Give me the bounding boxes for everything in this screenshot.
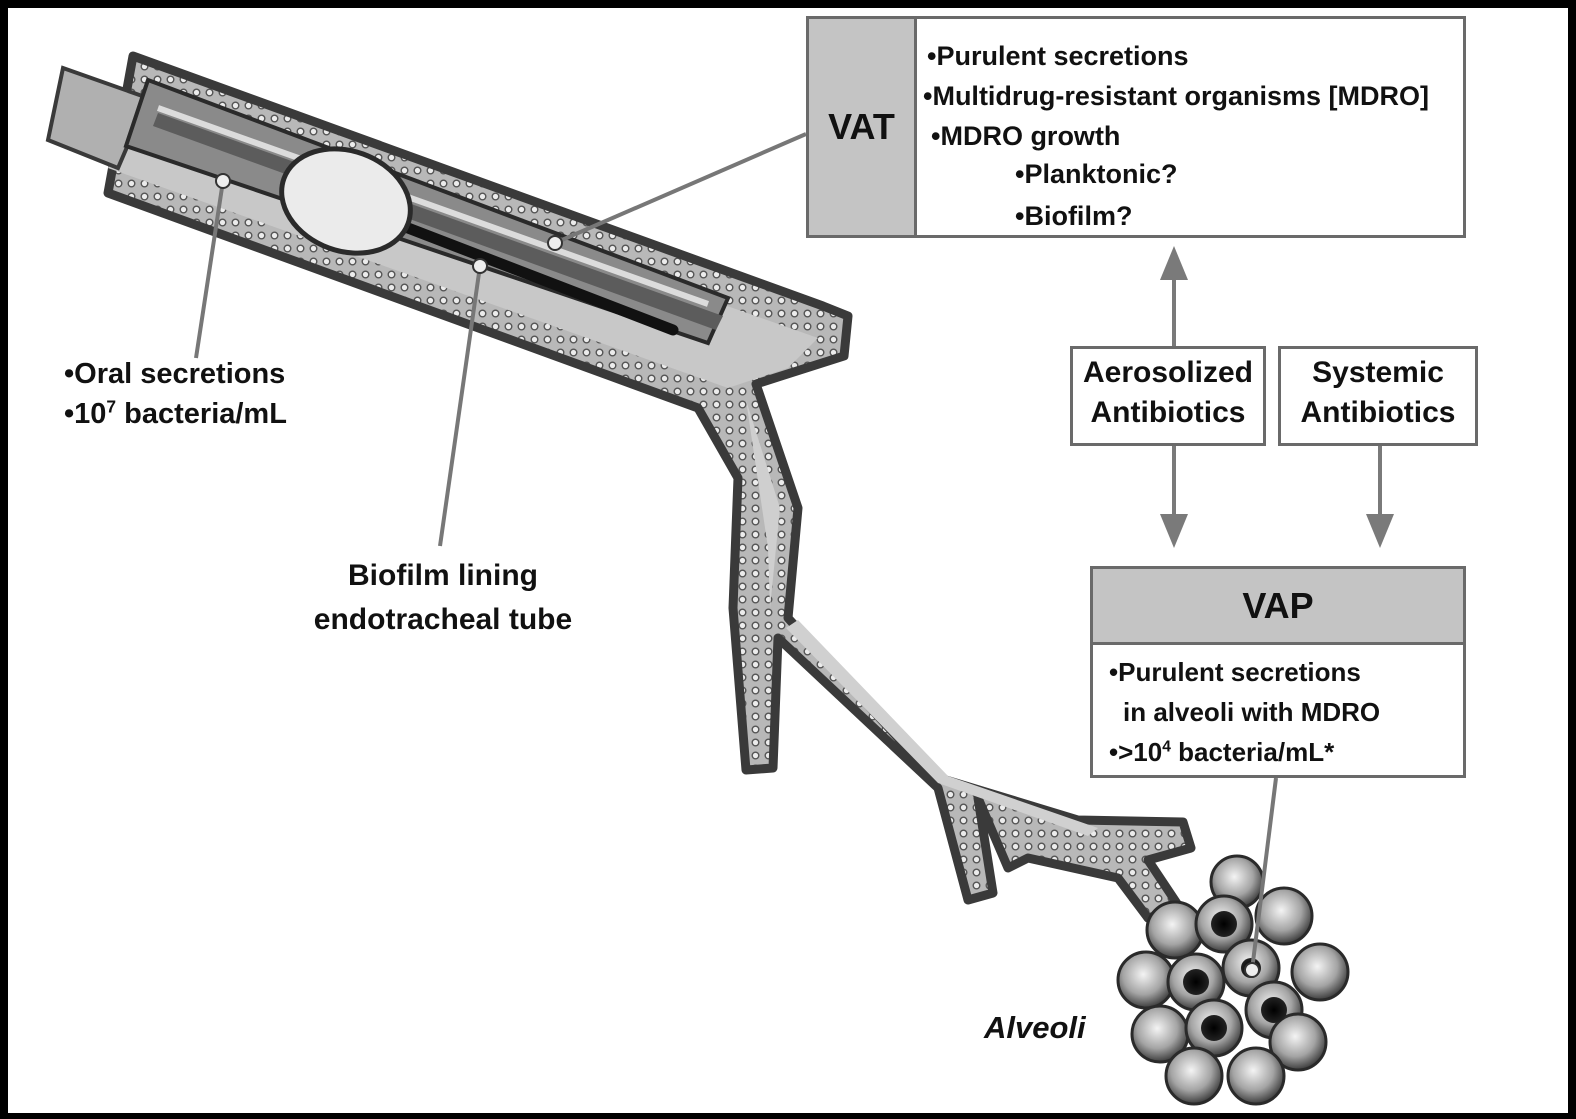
vap-line1: •Purulent secretions (1109, 657, 1361, 688)
alveoli-label: Alveoli (984, 1008, 1086, 1048)
vat-item-biofilm: •Biofilm? (1015, 201, 1132, 232)
oral-line2: •107 bacteria/mL (64, 394, 287, 434)
vap-title: VAP (1093, 569, 1463, 645)
aerosolized-antibiotics-box: Aerosolized Antibiotics (1070, 346, 1266, 446)
vap-line3: •>104 bacteria/mL* (1109, 737, 1334, 768)
oral-secretions-label: •Oral secretions •107 bacteria/mL (64, 354, 287, 434)
systemic-line1: Systemic (1281, 353, 1475, 393)
vat-item-purulent: •Purulent secretions (927, 41, 1189, 72)
aerosolized-line2: Antibiotics (1073, 393, 1263, 433)
biofilm-line2: endotracheal tube (298, 598, 588, 642)
vap-line2: in alveoli with MDRO (1123, 697, 1380, 728)
vat-item-mdro: •Multidrug-resistant organisms [MDRO] (923, 81, 1429, 112)
vat-title: VAT (809, 19, 917, 235)
vat-item-planktonic: •Planktonic? (1015, 159, 1177, 190)
vap-box: VAP •Purulent secretions in alveoli with… (1090, 566, 1466, 778)
systemic-line2: Antibiotics (1281, 393, 1475, 433)
diagram-canvas: VAT •Purulent secretions •Multidrug-resi… (8, 8, 1568, 1113)
aerosolized-line1: Aerosolized (1073, 353, 1263, 393)
biofilm-label: Biofilm lining endotracheal tube (298, 554, 588, 642)
biofilm-line1: Biofilm lining (298, 554, 588, 598)
vat-box: VAT •Purulent secretions •Multidrug-resi… (806, 16, 1466, 238)
vat-item-growth: •MDRO growth (931, 121, 1120, 152)
oral-line1: •Oral secretions (64, 354, 287, 394)
systemic-antibiotics-box: Systemic Antibiotics (1278, 346, 1478, 446)
